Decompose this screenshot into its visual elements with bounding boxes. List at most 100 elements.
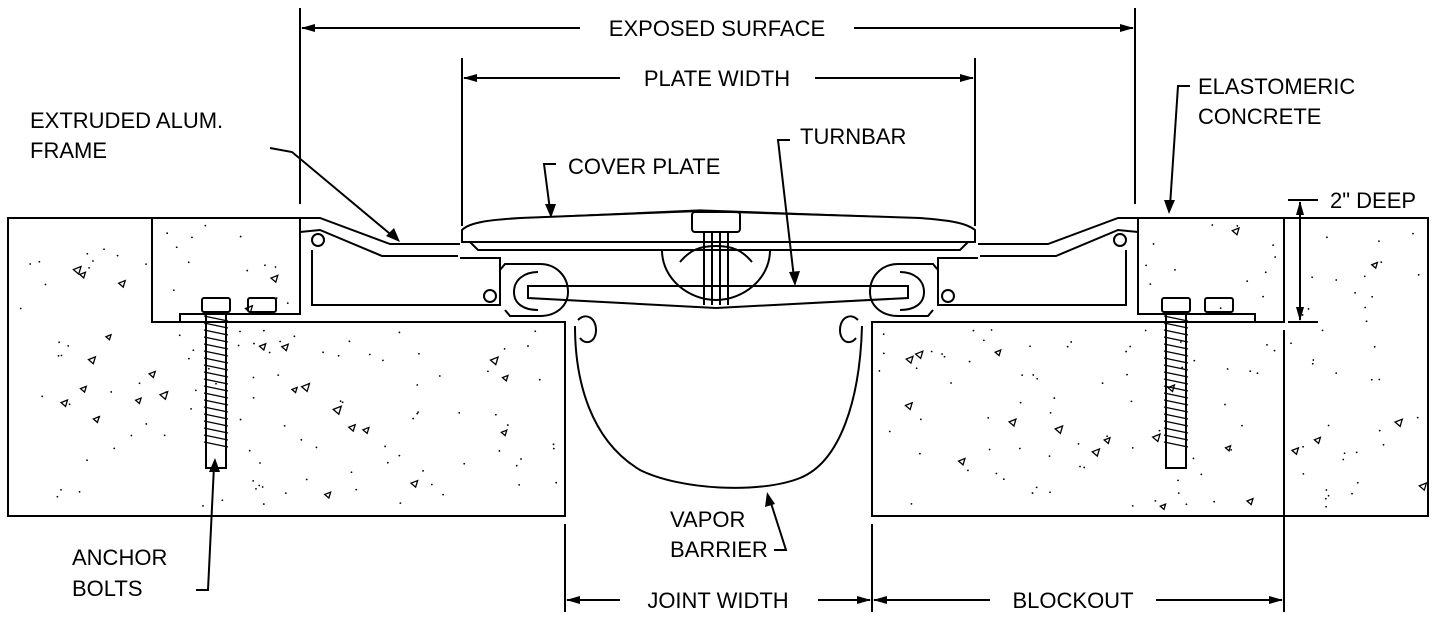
aggregate-triangle [1290, 446, 1300, 456]
aggregate-dot [1371, 295, 1374, 298]
aggregate-dot [943, 355, 946, 358]
aggregate-dot [1032, 374, 1035, 376]
aggregate-dot [1264, 271, 1267, 274]
aggregate-dot [515, 464, 518, 467]
aggregate-dot [1149, 283, 1152, 285]
aggregate-dot [246, 269, 249, 272]
aggregate-dot [103, 248, 105, 251]
aggregate-dot [398, 331, 401, 334]
aggregate-dot [487, 370, 489, 373]
aggregate-dot [1365, 320, 1368, 323]
aggregate-dot [1325, 489, 1328, 491]
aggregate-dot [1378, 429, 1381, 432]
aggregate-dot [191, 236, 193, 239]
aggregate-dot [113, 447, 116, 450]
aggregate-dot [1048, 455, 1051, 458]
aggregate-dot [1321, 329, 1324, 332]
aggregate-dot [252, 376, 255, 379]
aggregate-dot [463, 462, 466, 465]
aggregate-dot [1249, 370, 1252, 373]
aggregate-triangle [904, 401, 914, 411]
aggregate-dot [1152, 243, 1155, 245]
aggregate-dot [941, 353, 943, 355]
aggregate-dot [237, 344, 240, 347]
aggregate-dot [86, 252, 89, 255]
aggregate-dot [92, 260, 94, 262]
aggregate-dot [1144, 329, 1147, 332]
aggregate-triangle [72, 265, 83, 276]
aggregate-dot [163, 434, 166, 437]
aggregate-dot [67, 344, 70, 347]
aggregate-dot [1364, 306, 1367, 309]
aggregate-dot [1256, 372, 1259, 375]
elastomeric-label-line2: CONCRETE [1198, 104, 1321, 129]
aggregate-dot [458, 411, 461, 414]
aggregate-dot [1126, 373, 1128, 376]
aggregate-dot [178, 334, 181, 337]
aggregate-dot [68, 403, 71, 406]
aggregate-triangle [280, 343, 290, 352]
aggregate-dot [1179, 341, 1182, 343]
aggregate-dot [1236, 225, 1239, 227]
aggregate-dot [1380, 261, 1383, 264]
aggregate-dot [882, 333, 885, 336]
aggregate-dot [339, 400, 342, 403]
aggregate-triangle [914, 350, 924, 360]
aggregate-dot [268, 351, 271, 354]
aggregate-dot [882, 352, 885, 355]
aggregate-dot [283, 424, 286, 427]
aggregate-dot [1363, 275, 1366, 278]
center-bolt-assembly [661, 211, 771, 305]
aggregate-triangle [332, 405, 343, 416]
aggregate-triangle [104, 333, 112, 341]
aggregate-triangle [361, 426, 370, 435]
aggregate-dot [967, 469, 969, 472]
aggregate-dot [1326, 236, 1328, 239]
aggregate-dot [1066, 345, 1069, 348]
extruded-frame-callout: EXTRUDED ALUM. FRAME [30, 108, 400, 242]
right-extruded-frame [868, 217, 1256, 322]
aggregate-dot [990, 329, 993, 331]
aggregate-dot [1327, 494, 1330, 497]
vapor-label-line2: BARRIER [670, 537, 768, 562]
aggregate-dot [1241, 424, 1243, 427]
aggregate-dot [527, 345, 529, 347]
aggregate-dot [1378, 378, 1381, 381]
right-concrete-slab [871, 217, 1429, 517]
aggregate-dot [1018, 447, 1021, 450]
aggregate-dot [86, 459, 88, 462]
aggregate-dot [19, 307, 22, 310]
aggregate-dot [341, 401, 344, 404]
aggregate-dot [286, 302, 289, 304]
aggregate-dot [1311, 362, 1314, 365]
aggregate-dot [1174, 268, 1176, 271]
aggregate-dot [29, 263, 32, 265]
aggregate-dot [255, 487, 257, 490]
aggregate-dot [277, 374, 280, 377]
aggregate-triangle [1418, 481, 1428, 492]
aggregate-dot [520, 458, 522, 460]
aggregate-dot [1131, 446, 1134, 449]
aggregate-dot [172, 289, 175, 292]
right-blockout [1138, 217, 1285, 322]
aggregate-dot [503, 347, 506, 350]
aggregate-dot [248, 449, 251, 452]
aggregate-triangle [323, 490, 332, 500]
aggregate-triangle [147, 370, 157, 379]
aggregate-dot [878, 370, 881, 372]
aggregate-triangle [1231, 226, 1241, 236]
aggregate-dot [1373, 345, 1376, 348]
aggregate-triangle [1393, 418, 1404, 428]
aggregate-dot [1083, 466, 1086, 469]
aggregate-dot [1035, 486, 1038, 489]
aggregate-dot [1272, 244, 1275, 247]
aggregate-dot [430, 483, 433, 486]
aggregate-triangle [87, 355, 97, 365]
aggregate-dot [552, 443, 555, 446]
aggregate-dot [438, 375, 441, 377]
cover-plate-callout: COVER PLATE [542, 154, 720, 218]
aggregate-triangle [1102, 436, 1112, 445]
aggregate-dot [41, 395, 44, 398]
aggregate-dot [239, 235, 242, 238]
